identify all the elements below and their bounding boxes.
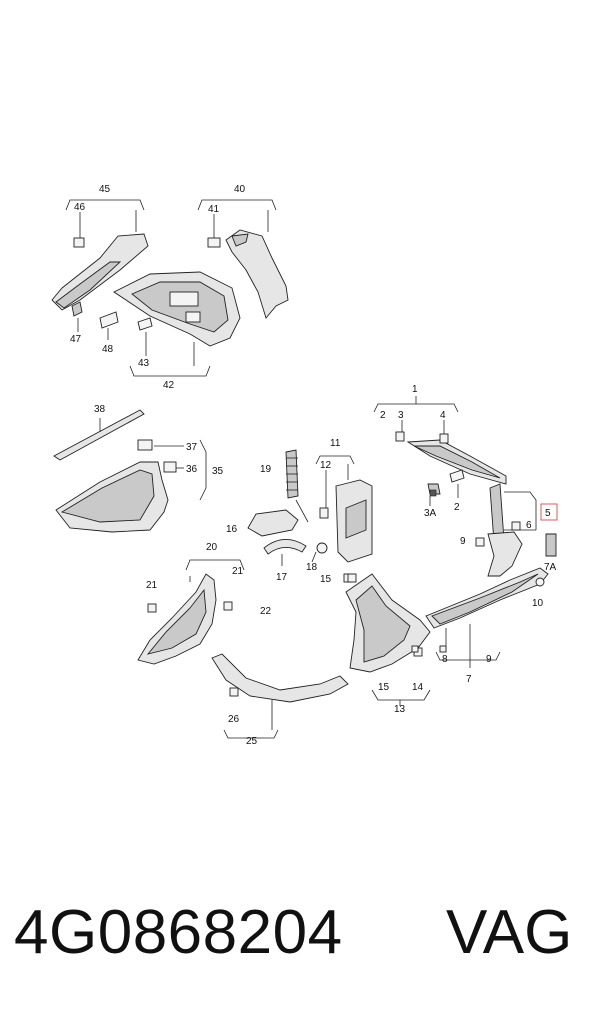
part-group-20: [137, 559, 245, 665]
callout-21-left: 21: [146, 580, 158, 591]
callout-17: 17: [276, 572, 288, 583]
callout-41: 41: [208, 204, 220, 215]
part-number-text: 4G0868204: [14, 898, 343, 967]
fasteners: [347, 489, 447, 653]
callout-1: 1: [412, 384, 418, 395]
callout-20: 20: [206, 542, 218, 553]
callout-47: 47: [70, 334, 82, 345]
callout-12: 12: [320, 460, 332, 471]
part-group-11: [315, 455, 373, 563]
part-group-7: [425, 521, 557, 668]
callout-22: 22: [260, 606, 272, 617]
part-group-25: [211, 653, 349, 739]
callout-2-lower: 2: [454, 502, 460, 513]
callout-3: 3: [398, 410, 404, 421]
callout-19: 19: [260, 464, 272, 475]
callout-15-upper: 15: [320, 574, 332, 585]
callout-9-lower: 9: [486, 654, 492, 665]
callout-14: 14: [412, 682, 424, 693]
callout-5: 5: [545, 508, 551, 519]
callout-11: 11: [330, 438, 341, 449]
callout-6: 6: [526, 520, 532, 531]
brand-text: VAG: [446, 898, 573, 967]
callout-18: 18: [306, 562, 318, 573]
callout-7: 7: [466, 674, 472, 685]
callout-25: 25: [246, 736, 258, 747]
part-group-40: [197, 199, 289, 319]
part-group-1: [373, 396, 507, 506]
part-group-16-19: [247, 449, 328, 566]
callout-43: 43: [138, 358, 150, 369]
callout-48: 48: [102, 344, 114, 355]
callout-2-upper: 2: [380, 410, 386, 421]
callout-10: 10: [532, 598, 544, 609]
callout-36: 36: [186, 464, 198, 475]
callout-35: 35: [212, 466, 224, 477]
callout-4: 4: [440, 410, 446, 421]
callout-7A: 7A: [544, 562, 557, 573]
callout-9-upper: 9: [460, 536, 466, 547]
callout-46: 46: [74, 202, 86, 213]
part-5-highlight-box: [540, 503, 558, 521]
part-group-35: [55, 439, 207, 533]
caption-bar: 4G0868204 VAG: [0, 888, 600, 978]
part-group-13: [343, 573, 431, 706]
callout-40: 40: [234, 184, 246, 195]
callout-3A: 3A: [424, 508, 437, 519]
callouts: 45 46 47 48 40 41 43 42 38 37 36 35 19 1…: [70, 184, 557, 747]
callout-26: 26: [228, 714, 240, 725]
part-5-highlighted: [489, 483, 558, 543]
callout-15-lower: 15: [378, 682, 390, 693]
callout-42: 42: [163, 380, 175, 391]
callout-37: 37: [186, 442, 198, 453]
callout-8: 8: [442, 654, 448, 665]
callout-38: 38: [94, 404, 106, 415]
part-38-strip: [53, 409, 145, 461]
callout-45: 45: [99, 184, 111, 195]
callout-16: 16: [226, 524, 238, 535]
callout-21-right: 21: [232, 566, 244, 577]
part-group-42: [113, 271, 241, 377]
callout-13: 13: [394, 704, 406, 715]
part-group-45: [51, 199, 149, 340]
